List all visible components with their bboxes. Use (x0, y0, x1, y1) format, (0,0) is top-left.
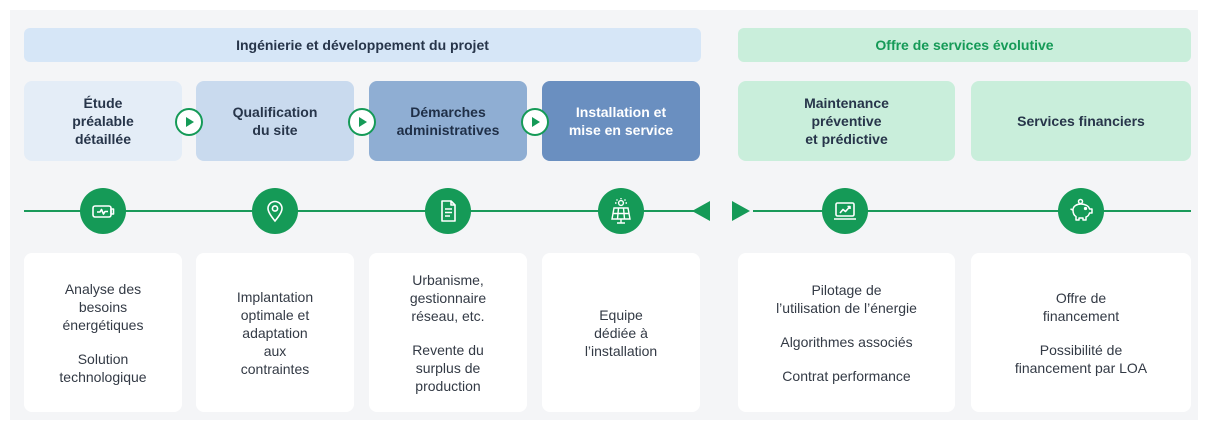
timeline-line-left (24, 210, 694, 212)
card-installation: Equipe dédiée à l’installation (542, 253, 700, 412)
play-arrow-icon (521, 108, 549, 136)
step-maintenance-label: Maintenance préventive et prédictive (804, 95, 889, 147)
card-maintenance-text-2: Algorithmes associés (780, 333, 913, 350)
card-demarches-text-1: Urbanisme, gestionnaire réseau, etc. (409, 271, 487, 324)
step-services-financiers: Services financiers (971, 81, 1191, 161)
monitor-chart-icon (822, 188, 868, 234)
card-demarches: Urbanisme, gestionnaire réseau, etc. Rev… (369, 253, 527, 412)
card-maintenance: Pilotage de l’utilisation de l’énergie A… (738, 253, 955, 412)
step-installation: Installation et mise en service (542, 81, 700, 161)
battery-icon (80, 188, 126, 234)
step-qualification: Qualification du site (196, 81, 354, 161)
card-maintenance-text-3: Contrat performance (782, 367, 911, 384)
step-etude: Étude préalable détaillée (24, 81, 182, 161)
banner-services-label: Offre de services évolutive (875, 37, 1054, 53)
location-pin-icon (252, 188, 298, 234)
banner-project-label: Ingénierie et développement du projet (236, 37, 489, 53)
banner-services: Offre de services évolutive (738, 28, 1191, 62)
step-demarches: Démarches administratives (369, 81, 527, 161)
card-qualification: Implantation optimale et adaptation aux … (196, 253, 354, 412)
step-maintenance: Maintenance préventive et prédictive (738, 81, 955, 161)
timeline-line-right (753, 210, 1191, 212)
banner-project: Ingénierie et développement du projet (24, 28, 701, 62)
step-services-financiers-label: Services financiers (1017, 113, 1145, 129)
card-maintenance-text-1: Pilotage de l’utilisation de l’énergie (776, 281, 917, 316)
card-etude-text-2: Solution technologique (59, 350, 147, 385)
document-icon (425, 188, 471, 234)
card-etude-text-1: Analyse des besoins énergétiques (62, 280, 144, 333)
double-arrow-icon (692, 201, 750, 221)
card-qualification-text-1: Implantation optimale et adaptation aux … (236, 288, 314, 377)
card-installation-text-1: Equipe dédiée à l’installation (584, 306, 658, 359)
card-services-financiers: Offre de financement Possibilité de fina… (971, 253, 1191, 412)
piggy-bank-icon (1058, 188, 1104, 234)
card-services-financiers-text-2: Possibilité de financement par LOA (1014, 341, 1148, 376)
step-demarches-label: Démarches administratives (396, 104, 500, 138)
card-services-financiers-text-1: Offre de financement (1042, 289, 1120, 324)
step-etude-label: Étude préalable détaillée (72, 95, 134, 147)
diagram-canvas: Ingénierie et développement du projet Of… (10, 10, 1198, 420)
card-etude: Analyse des besoins énergétiques Solutio… (24, 253, 182, 412)
card-demarches-text-2: Revente du surplus de production (412, 341, 484, 394)
play-arrow-icon (175, 108, 203, 136)
step-installation-label: Installation et mise en service (568, 104, 674, 138)
play-arrow-icon (348, 108, 376, 136)
solar-panel-icon (598, 188, 644, 234)
step-qualification-label: Qualification du site (232, 104, 318, 138)
